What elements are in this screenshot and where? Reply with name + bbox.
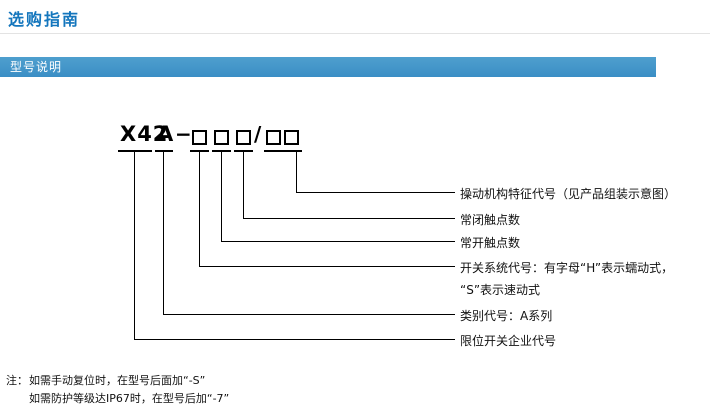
- label-enterprise-code: 限位开关企业代号: [460, 334, 557, 348]
- model-series-letter: A: [157, 122, 174, 146]
- underline-suffix-group: [264, 150, 302, 152]
- underline-box-3: [234, 150, 253, 152]
- note-line-1: 注：如需手动复位时，在型号后面加“-S”: [6, 372, 205, 388]
- model-slash: /: [254, 122, 262, 146]
- underline-series: [155, 150, 173, 152]
- note-line-2: 如需防护等级达IP67时，在型号后加“-7”: [29, 392, 230, 405]
- leader-horizontal-nc-contacts: [243, 218, 455, 219]
- leader-vertical-box-2: [221, 152, 222, 241]
- leader-vertical-prefix: [134, 152, 135, 339]
- leader-vertical-series: [163, 152, 164, 314]
- label-nc-contact-count: 常闭触点数: [460, 213, 521, 227]
- underline-box-2: [212, 150, 231, 152]
- leader-horizontal-category: [163, 314, 455, 315]
- leader-horizontal-actuator: [296, 192, 455, 193]
- leader-vertical-box-3: [243, 152, 244, 218]
- model-digit-box-3: [236, 130, 251, 145]
- section-header-bar: 型号说明: [0, 57, 656, 77]
- underline-box-1: [190, 150, 209, 152]
- model-digit-box-2: [214, 130, 229, 145]
- label-category-code: 类别代号：A系列: [460, 309, 553, 323]
- leader-horizontal-switch-system: [199, 266, 455, 267]
- leader-vertical-suffix-group: [296, 152, 297, 192]
- leader-horizontal-no-contacts: [221, 241, 455, 242]
- underline-prefix: [118, 150, 152, 152]
- label-actuator-feature-code: 操动机构特征代号（见产品组装示意图）: [460, 187, 677, 201]
- model-digit-box-1: [192, 130, 207, 145]
- model-suffix-box-2: [284, 130, 299, 145]
- model-suffix-box-1: [266, 130, 281, 145]
- label-switch-system-code-line2: “S”表示速动式: [460, 283, 541, 297]
- model-prefix: X42: [120, 122, 169, 146]
- section-header-label: 型号说明: [10, 60, 63, 74]
- note-prefix: 注：: [6, 374, 28, 387]
- page-title: 选购指南: [8, 10, 81, 29]
- leader-vertical-box-1: [199, 152, 200, 266]
- note-line-1-text: 如需手动复位时，在型号后面加“-S”: [29, 374, 206, 387]
- leader-horizontal-enterprise-code: [134, 339, 455, 340]
- model-separator-dash: −: [175, 122, 192, 146]
- label-switch-system-code-line1: 开关系统代号：有字母“H”表示蠕动式，: [460, 261, 674, 275]
- label-no-contact-count: 常开触点数: [460, 236, 521, 250]
- title-divider: [0, 33, 710, 34]
